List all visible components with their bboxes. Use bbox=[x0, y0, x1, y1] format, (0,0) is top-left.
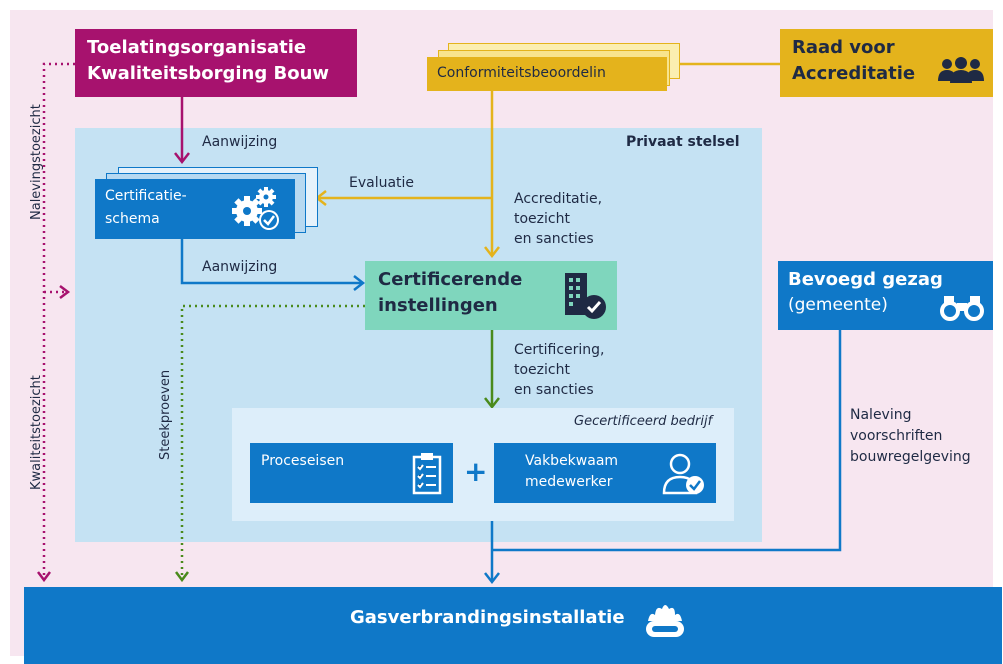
gasverbranding-label: Gasverbrandingsinstallatie bbox=[350, 607, 625, 628]
company-title: Gecertificeerd bedrijf bbox=[574, 414, 713, 429]
toelatingsorganisatie-line2: Kwaliteitsborging Bouw bbox=[87, 63, 330, 84]
label-steekproeven: Steekproeven bbox=[158, 369, 173, 460]
sampling-line bbox=[175, 304, 365, 583]
label-accreditatie-3: en sancties bbox=[514, 231, 594, 247]
raad-box: Raad voor Accreditatie bbox=[780, 29, 993, 97]
label-nalevingstoezicht: Nalevingstoezicht bbox=[29, 104, 44, 220]
vakbekwaam-box: Vakbekwaam medewerker bbox=[494, 443, 716, 503]
designation-arrow-mid bbox=[180, 238, 366, 291]
label-certificering-3: en sancties bbox=[514, 382, 594, 398]
schema-line2: schema bbox=[105, 211, 160, 227]
label-naleving-2: voorschriften bbox=[850, 428, 943, 444]
certificatieschema-box: Certificatie- schema bbox=[95, 179, 295, 239]
label-accreditatie-2: toezicht bbox=[514, 211, 570, 227]
conformity-label: Conformiteitsbeoordelin bbox=[437, 65, 606, 81]
label-naleving-3: bouwregelgeving bbox=[850, 449, 971, 465]
checklist-icon bbox=[412, 453, 442, 495]
proceseisen-label: Proceseisen bbox=[261, 453, 345, 469]
gears-check-icon bbox=[232, 187, 279, 230]
accreditation-lines bbox=[314, 62, 780, 259]
gasverbranding-box: Gasverbrandingsinstallatie bbox=[24, 587, 1002, 664]
certificerende-box: Certificerende instellingen bbox=[365, 261, 617, 330]
vakbekwaam-line2: medewerker bbox=[525, 474, 613, 490]
bevoegd-line1: Bevoegd gezag bbox=[788, 269, 943, 290]
bevoegd-line2: (gemeente) bbox=[788, 295, 888, 315]
quality-supervision-arrowheads bbox=[37, 285, 71, 583]
certificerende-line1: Certificerende bbox=[378, 269, 523, 290]
private-system-title: Privaat stelsel bbox=[626, 134, 740, 150]
label-kwaliteitstoezicht: Kwaliteitstoezicht bbox=[29, 375, 44, 490]
quality-supervision-lines bbox=[42, 62, 75, 578]
binoculars-icon bbox=[940, 296, 984, 321]
toelatingsorganisatie-line1: Toelatingsorganisatie bbox=[87, 37, 307, 58]
people-group-icon bbox=[938, 57, 984, 83]
plus-sign: + bbox=[464, 455, 488, 488]
toelatingsorganisatie-box: Toelatingsorganisatie Kwaliteitsborging … bbox=[75, 29, 357, 97]
building-check-icon bbox=[565, 273, 606, 319]
bevoegd-gezag-box: Bevoegd gezag (gemeente) bbox=[778, 261, 993, 330]
schema-line1: Certificatie- bbox=[105, 188, 187, 204]
certificerende-line2: instellingen bbox=[378, 295, 498, 316]
worker-check-icon bbox=[662, 453, 704, 495]
certification-arrow bbox=[484, 330, 500, 410]
raad-line2: Accreditatie bbox=[792, 63, 916, 84]
burner-icon bbox=[646, 605, 684, 637]
conformity-box: Conformiteitsbeoordelin bbox=[427, 57, 667, 91]
label-naleving-1: Naleving bbox=[850, 407, 912, 423]
raad-line1: Raad voor bbox=[792, 37, 895, 58]
label-certificering-2: toezicht bbox=[514, 362, 570, 378]
label-accreditatie-1: Accreditatie, bbox=[514, 191, 603, 207]
label-aanwijzing-mid: Aanwijzing bbox=[202, 259, 278, 275]
label-evaluatie: Evaluatie bbox=[349, 175, 415, 191]
label-certificering-1: Certificering, bbox=[514, 342, 605, 358]
vakbekwaam-line1: Vakbekwaam bbox=[525, 453, 619, 469]
label-aanwijzing-top: Aanwijzing bbox=[202, 134, 278, 150]
proceseisen-box: Proceseisen bbox=[250, 443, 453, 503]
